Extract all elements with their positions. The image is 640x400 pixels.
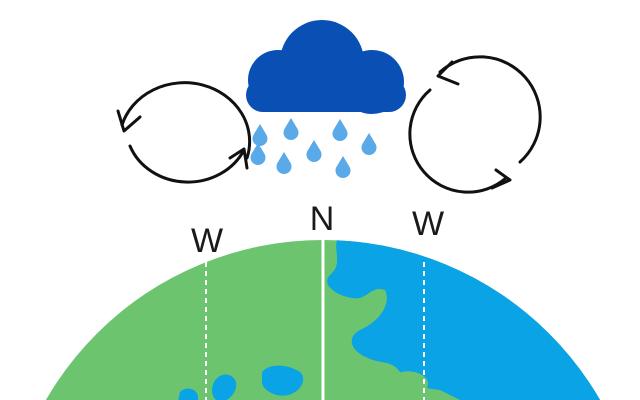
raindrop-icon [335,156,351,178]
raindrop-icon [252,124,268,146]
left-circulation-arrow-icon [116,81,252,184]
raindrop-icon [250,143,266,166]
raindrop-icon [283,118,299,141]
label-left: W [191,222,223,260]
rain-cloud-icon [246,20,406,114]
label-right: W [412,205,444,243]
raindrop-icon [332,119,348,142]
raindrops [250,118,377,178]
raindrop-icon [306,140,322,163]
land-patch [391,371,429,398]
ocean-patch [212,374,237,400]
ocean-patch [262,365,304,396]
label-center: N [310,200,335,238]
right-circulation-arrow-icon [408,55,542,194]
raindrop-icon [276,152,292,174]
raindrop-icon [361,133,377,155]
ocean-patch [178,388,198,400]
